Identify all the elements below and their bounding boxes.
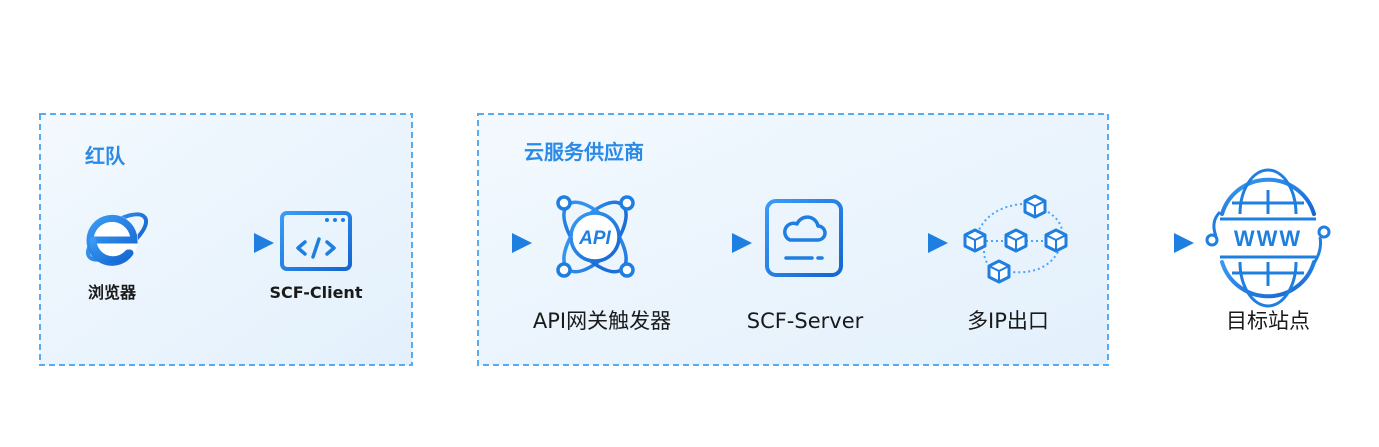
node-api-gateway-label: API网关触发器 (533, 309, 671, 333)
group-cloud-provider-label: 云服务供应商 (524, 140, 644, 164)
node-api-gateway: API API网关触发器 (533, 195, 671, 333)
node-scf-client-label: SCF-Client (270, 283, 363, 302)
api-gateway-icon-text: API (578, 228, 611, 249)
node-multi-ip-label: 多IP出口 (967, 309, 1049, 333)
node-scf-server: SCF-Server (747, 199, 864, 333)
node-target-site-label: 目标站点 (1226, 309, 1310, 333)
cloud-server-icon (765, 199, 843, 277)
node-scf-server-label: SCF-Server (747, 309, 864, 333)
node-browser: 浏览器 (86, 212, 148, 302)
browser-ie-icon (86, 212, 148, 266)
group-red-team-label: 红队 (85, 144, 126, 168)
node-multi-ip: 多IP出口 (963, 194, 1068, 333)
api-gateway-icon: API (556, 195, 635, 278)
node-target-site: WWW 目标站点 (1205, 168, 1331, 333)
cube-network-icon (963, 194, 1068, 284)
www-globe-icon-text: WWW (1234, 226, 1302, 251)
node-scf-client: SCF-Client (270, 211, 363, 302)
code-window-icon (280, 211, 352, 271)
node-browser-label: 浏览器 (88, 283, 137, 302)
www-globe-icon: WWW (1205, 168, 1331, 308)
